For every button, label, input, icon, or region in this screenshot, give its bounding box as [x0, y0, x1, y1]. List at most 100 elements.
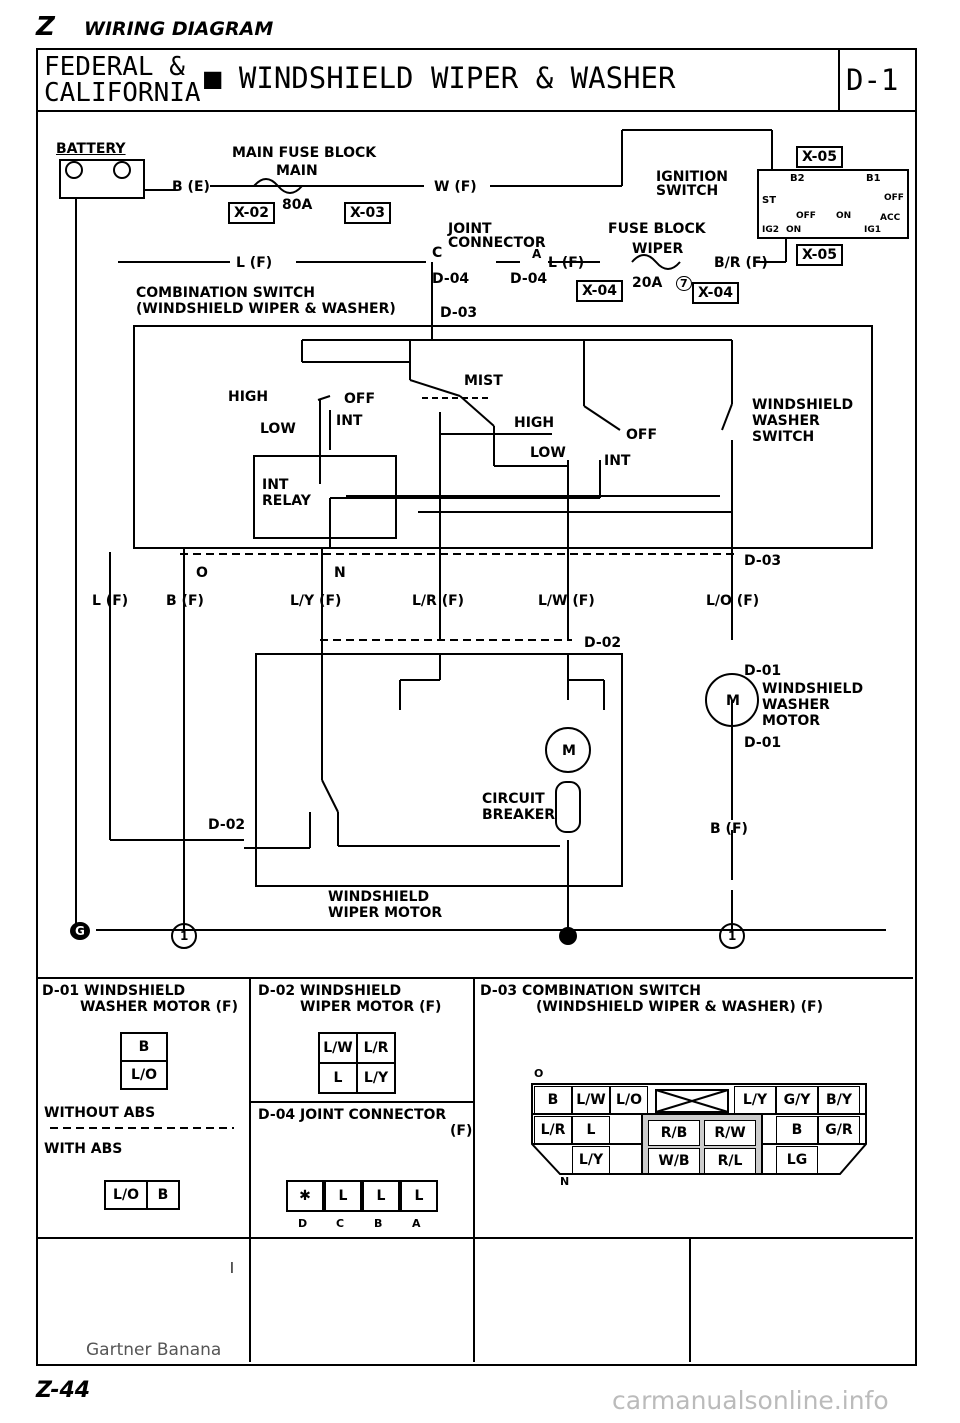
switch-off-right: OFF: [626, 427, 658, 443]
d04-pin-3: L: [362, 1180, 400, 1212]
ignition-b1: B1: [866, 173, 881, 184]
connector-x02: X-02: [228, 202, 275, 224]
washer-motor-label-3: MOTOR: [762, 713, 821, 729]
wiper-motor-m: M: [562, 743, 576, 759]
ignition-ig2: IG2: [762, 225, 779, 235]
d04-letter-d: D: [298, 1217, 308, 1230]
ignition-acc: ACC: [880, 213, 901, 223]
d04-pin-1: ✱: [286, 1180, 324, 1212]
joint-connector-c: C: [432, 245, 443, 261]
connector-x03: X-03: [344, 202, 391, 224]
wire-lf-bottom: L (F): [92, 593, 129, 609]
wiper-fuse-number: 7: [676, 276, 692, 291]
page-number: Z-44: [36, 1378, 91, 1403]
header-divider: [36, 110, 915, 112]
joint-connector-a: A: [532, 247, 542, 261]
ignition-switch-label-1: IGNITION: [656, 169, 729, 185]
d03-r2-4: R/W: [704, 1120, 756, 1146]
d03-r3-4: LG: [776, 1146, 818, 1174]
d04-letter-a: A: [412, 1217, 421, 1230]
section-title: WIRING DIAGRAM: [84, 18, 274, 40]
d03-n-label: N: [560, 1175, 570, 1188]
region-line-1: FEDERAL &: [44, 52, 185, 82]
wire-wf: W (F): [434, 179, 477, 195]
d02-title-2: WIPER MOTOR (F): [300, 999, 442, 1015]
d04-pin-4: L: [400, 1180, 438, 1212]
wiper-fuse-amp: 20A: [632, 275, 663, 291]
ground-point-1b: 1: [728, 929, 737, 943]
comb-switch-label-1: COMBINATION SWITCH: [136, 285, 315, 301]
ignition-on: ON: [836, 211, 852, 221]
d01-label-top: D-01: [744, 663, 782, 679]
d03-title-1: D-03 COMBINATION SWITCH: [480, 983, 702, 999]
d02-pin-3: L: [318, 1062, 358, 1094]
washer-switch-label-1: WINDSHIELD: [752, 397, 854, 413]
d02-title-1: D-02 WINDSHIELD: [258, 983, 402, 999]
diagram-frame: [36, 48, 917, 1366]
region-line-2: CALIFORNIA: [44, 78, 201, 108]
wire-lf-left: L (F): [236, 255, 273, 271]
circuit-breaker-label-2: BREAKER: [482, 807, 556, 823]
d03-r1-2: L/W: [572, 1086, 610, 1114]
wire-lyf: L/Y (F): [290, 593, 342, 609]
ignition-ig1: IG1: [864, 225, 881, 235]
ground-g-icon: G: [70, 922, 90, 940]
d03-r2-6: G/R: [818, 1116, 860, 1144]
ground-point-1a: 1: [180, 929, 189, 943]
main-fuse-label: MAIN: [276, 163, 318, 179]
washer-motor-label-1: WINDSHIELD: [762, 681, 864, 697]
footer-note: Gartner Banana: [86, 1340, 222, 1360]
without-abs-label: WITHOUT ABS: [44, 1105, 156, 1121]
washer-switch-label-3: SWITCH: [752, 429, 815, 445]
d02-pin-4: L/Y: [356, 1062, 396, 1094]
d03-r3-1: L/Y: [572, 1146, 610, 1174]
wiper-motor-label-1: WINDSHIELD: [328, 889, 430, 905]
switch-high-right: HIGH: [514, 415, 555, 431]
wire-brf: B/R (F): [714, 255, 768, 271]
d04-label-b: D-04: [510, 271, 548, 287]
wire-bf: B (F): [166, 593, 204, 609]
pin-n: N: [334, 565, 346, 581]
ignition-off-2: OFF: [884, 193, 904, 203]
d03-r1-1: B: [534, 1086, 572, 1114]
pin-o: O: [196, 565, 208, 581]
d03-r1-3: L/O: [610, 1086, 648, 1114]
switch-int-left: INT: [336, 413, 363, 429]
d01-pin-1: B: [120, 1032, 168, 1062]
d01-title-1: D-01 WINDSHIELD: [42, 983, 186, 999]
wire-lof: L/O (F): [706, 593, 760, 609]
d03-r3-3: R/L: [704, 1148, 756, 1174]
d02-pin-1: L/W: [318, 1032, 358, 1064]
d03-r2-2: L: [572, 1116, 610, 1144]
int-relay-label-1: INT: [262, 477, 289, 493]
d01-abs-pin-1: L/O: [104, 1180, 148, 1210]
with-abs-label: WITH ABS: [44, 1141, 123, 1157]
header-code-divider: [838, 48, 840, 110]
watermark: carmanualsonline.info: [612, 1386, 889, 1415]
wire-bf-2: B (F): [710, 821, 748, 837]
d03-r2-5: B: [776, 1116, 818, 1144]
d03-r1-4: L/Y: [734, 1086, 776, 1114]
ignition-b2: B2: [790, 173, 805, 184]
d02-label: D-02: [584, 635, 622, 651]
d01-title-2: WASHER MOTOR (F): [80, 999, 238, 1015]
connector-x04-left: X-04: [576, 280, 623, 302]
int-relay-label-2: RELAY: [262, 493, 311, 509]
d04-letter-c: C: [336, 1217, 345, 1230]
ignition-switch-label-2: SWITCH: [656, 183, 719, 199]
washer-motor-m: M: [726, 693, 740, 709]
wire-lf-mid: L (F): [548, 255, 585, 271]
joint-connector-label-2: CONNECTOR: [448, 235, 546, 251]
joint-connector-label-1: JOINT: [448, 221, 492, 237]
d01-pin-2: L/O: [120, 1060, 168, 1090]
d03-r3-2: W/B: [648, 1148, 700, 1174]
d02-pin-2: L/R: [356, 1032, 396, 1064]
d01-label-bottom: D-01: [744, 735, 782, 751]
main-fuse-amp: 80A: [282, 197, 313, 213]
switch-high-left: HIGH: [228, 389, 269, 405]
d03-r2-3: R/B: [648, 1120, 700, 1146]
wire-be: B (E): [172, 179, 210, 195]
battery-label: BATTERY: [56, 141, 126, 157]
d03-r2-1: L/R: [534, 1116, 572, 1144]
